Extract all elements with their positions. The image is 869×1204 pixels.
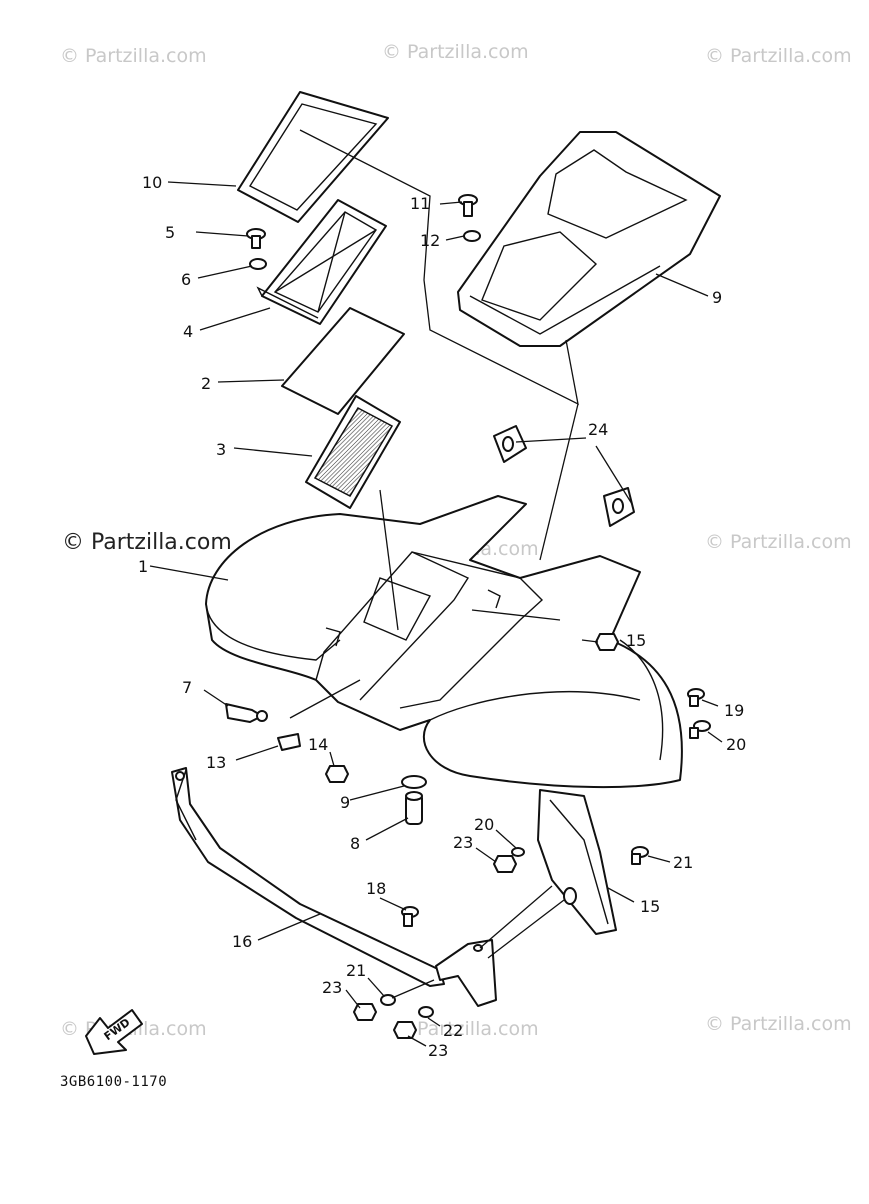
part-bracket [435, 939, 497, 1007]
part-grommet-lower [603, 487, 635, 527]
callout-15-left: 14 [308, 735, 328, 754]
callout-23-lower-b: 23 [428, 1041, 448, 1060]
part-bolt-12 [458, 194, 478, 217]
watermark-top-right: © Partzilla.com [705, 45, 852, 67]
callout-9: 9 [340, 793, 350, 812]
callout-22-lower-a: 21 [346, 961, 366, 980]
part-nut-23-lower-a [353, 1003, 377, 1021]
part-bolt-20 [689, 720, 711, 739]
watermark-middle-right: © Partzilla.com [705, 531, 852, 553]
callout-19: 19 [724, 701, 744, 720]
watermark-top-left: © Partzilla.com [60, 45, 207, 67]
part-bolt-19 [687, 688, 705, 707]
part-bolt-5 [246, 228, 266, 249]
part-filter-pad [281, 307, 405, 415]
watermark-bottom-right: © Partzilla.com [705, 1013, 852, 1035]
part-mud-flap-16 [537, 789, 617, 935]
part-washer-22-upper [511, 847, 525, 857]
callout-15-right: 15 [626, 631, 646, 650]
callout-6: 6 [181, 270, 191, 289]
part-bolt-21 [631, 846, 649, 865]
callout-22-upper: 20 [474, 815, 494, 834]
part-drain-tube-8 [405, 791, 423, 825]
watermark-top-center: © Partzilla.com [382, 41, 529, 63]
part-clip-14 [277, 733, 301, 751]
watermark-bottom-center: © Partzilla.com [392, 1018, 539, 1040]
callout-22-lower-b: 22 [443, 1021, 463, 1040]
part-seat-cover [457, 131, 721, 347]
part-washer-6 [249, 258, 267, 270]
callout-1: 1 [138, 557, 148, 576]
callout-18: 18 [366, 879, 386, 898]
part-nut-23-lower-b [393, 1021, 417, 1039]
callout-11: 9 [712, 288, 722, 307]
part-nut-23-upper [493, 855, 517, 873]
callout-5: 5 [165, 223, 175, 242]
part-rear-fender [205, 495, 683, 789]
callout-8: 8 [350, 834, 360, 853]
part-washer-22-lower-a [380, 994, 396, 1006]
callout-24: 24 [588, 420, 608, 439]
callout-17: 16 [232, 932, 252, 951]
watermark-main: © Partzilla.com [62, 530, 232, 555]
callout-23-lower-a: 23 [322, 978, 342, 997]
callout-23-upper: 23 [453, 833, 473, 852]
part-nut-15-right [595, 633, 619, 651]
callout-2: 2 [201, 374, 211, 393]
part-hose-7 [225, 703, 268, 723]
callout-3: 3 [216, 440, 226, 459]
callout-12: 11 [410, 194, 430, 213]
part-nut-15-left [325, 765, 349, 783]
callout-21: 21 [673, 853, 693, 872]
callout-10: 10 [142, 173, 162, 192]
callout-labels: 10 5 6 4 2 3 11 12 9 24 1 7 13 14 15 9 8… [138, 173, 746, 1060]
callout-14: 13 [206, 753, 226, 772]
part-mesh-screen [305, 395, 401, 509]
part-gasket-lid [237, 91, 389, 223]
callout-7: 7 [182, 678, 192, 697]
part-washer-22-lower-b [418, 1006, 434, 1018]
diagram-code: 3GB6100-1170 [60, 1074, 167, 1090]
part-grommet-upper [493, 425, 527, 463]
part-filter-frame [256, 199, 387, 325]
part-stay-bar-17 [171, 767, 445, 987]
callout-4: 4 [183, 322, 193, 341]
callout-20: 20 [726, 735, 746, 754]
part-washer-13 [463, 230, 481, 242]
leader-lines [149, 129, 723, 1047]
callout-16: 15 [640, 897, 660, 916]
part-clamp-9 [401, 775, 427, 789]
callout-13: 12 [420, 231, 440, 250]
